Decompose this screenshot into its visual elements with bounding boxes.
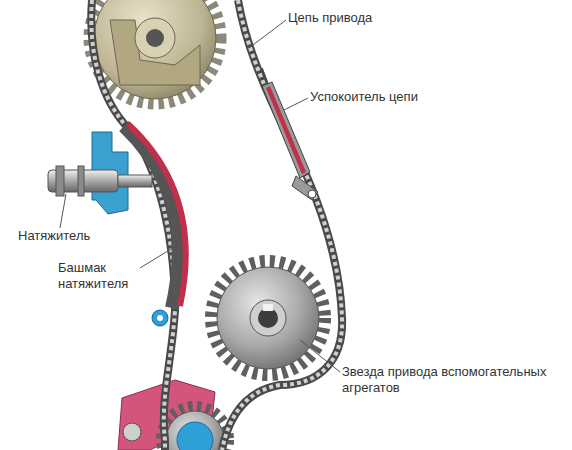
drive-chain — [91, 0, 342, 450]
part-label: Башмак натяжителя — [58, 260, 158, 292]
tensioner — [48, 132, 152, 214]
part-label: Натяжитель — [18, 228, 158, 244]
part-label: Цепь привода — [288, 10, 488, 26]
leader-lines — [60, 20, 340, 372]
part-label: Успокоитель цепи — [310, 89, 530, 105]
part-label: Звезда привода вспомогательных агрегатов — [342, 364, 557, 396]
camshaft-sprocket — [89, 0, 221, 104]
crankshaft-sprocket — [118, 380, 229, 450]
tensioner-shoe — [124, 124, 186, 326]
auxiliary-sprocket — [211, 261, 325, 375]
chain-damper — [262, 68, 318, 200]
